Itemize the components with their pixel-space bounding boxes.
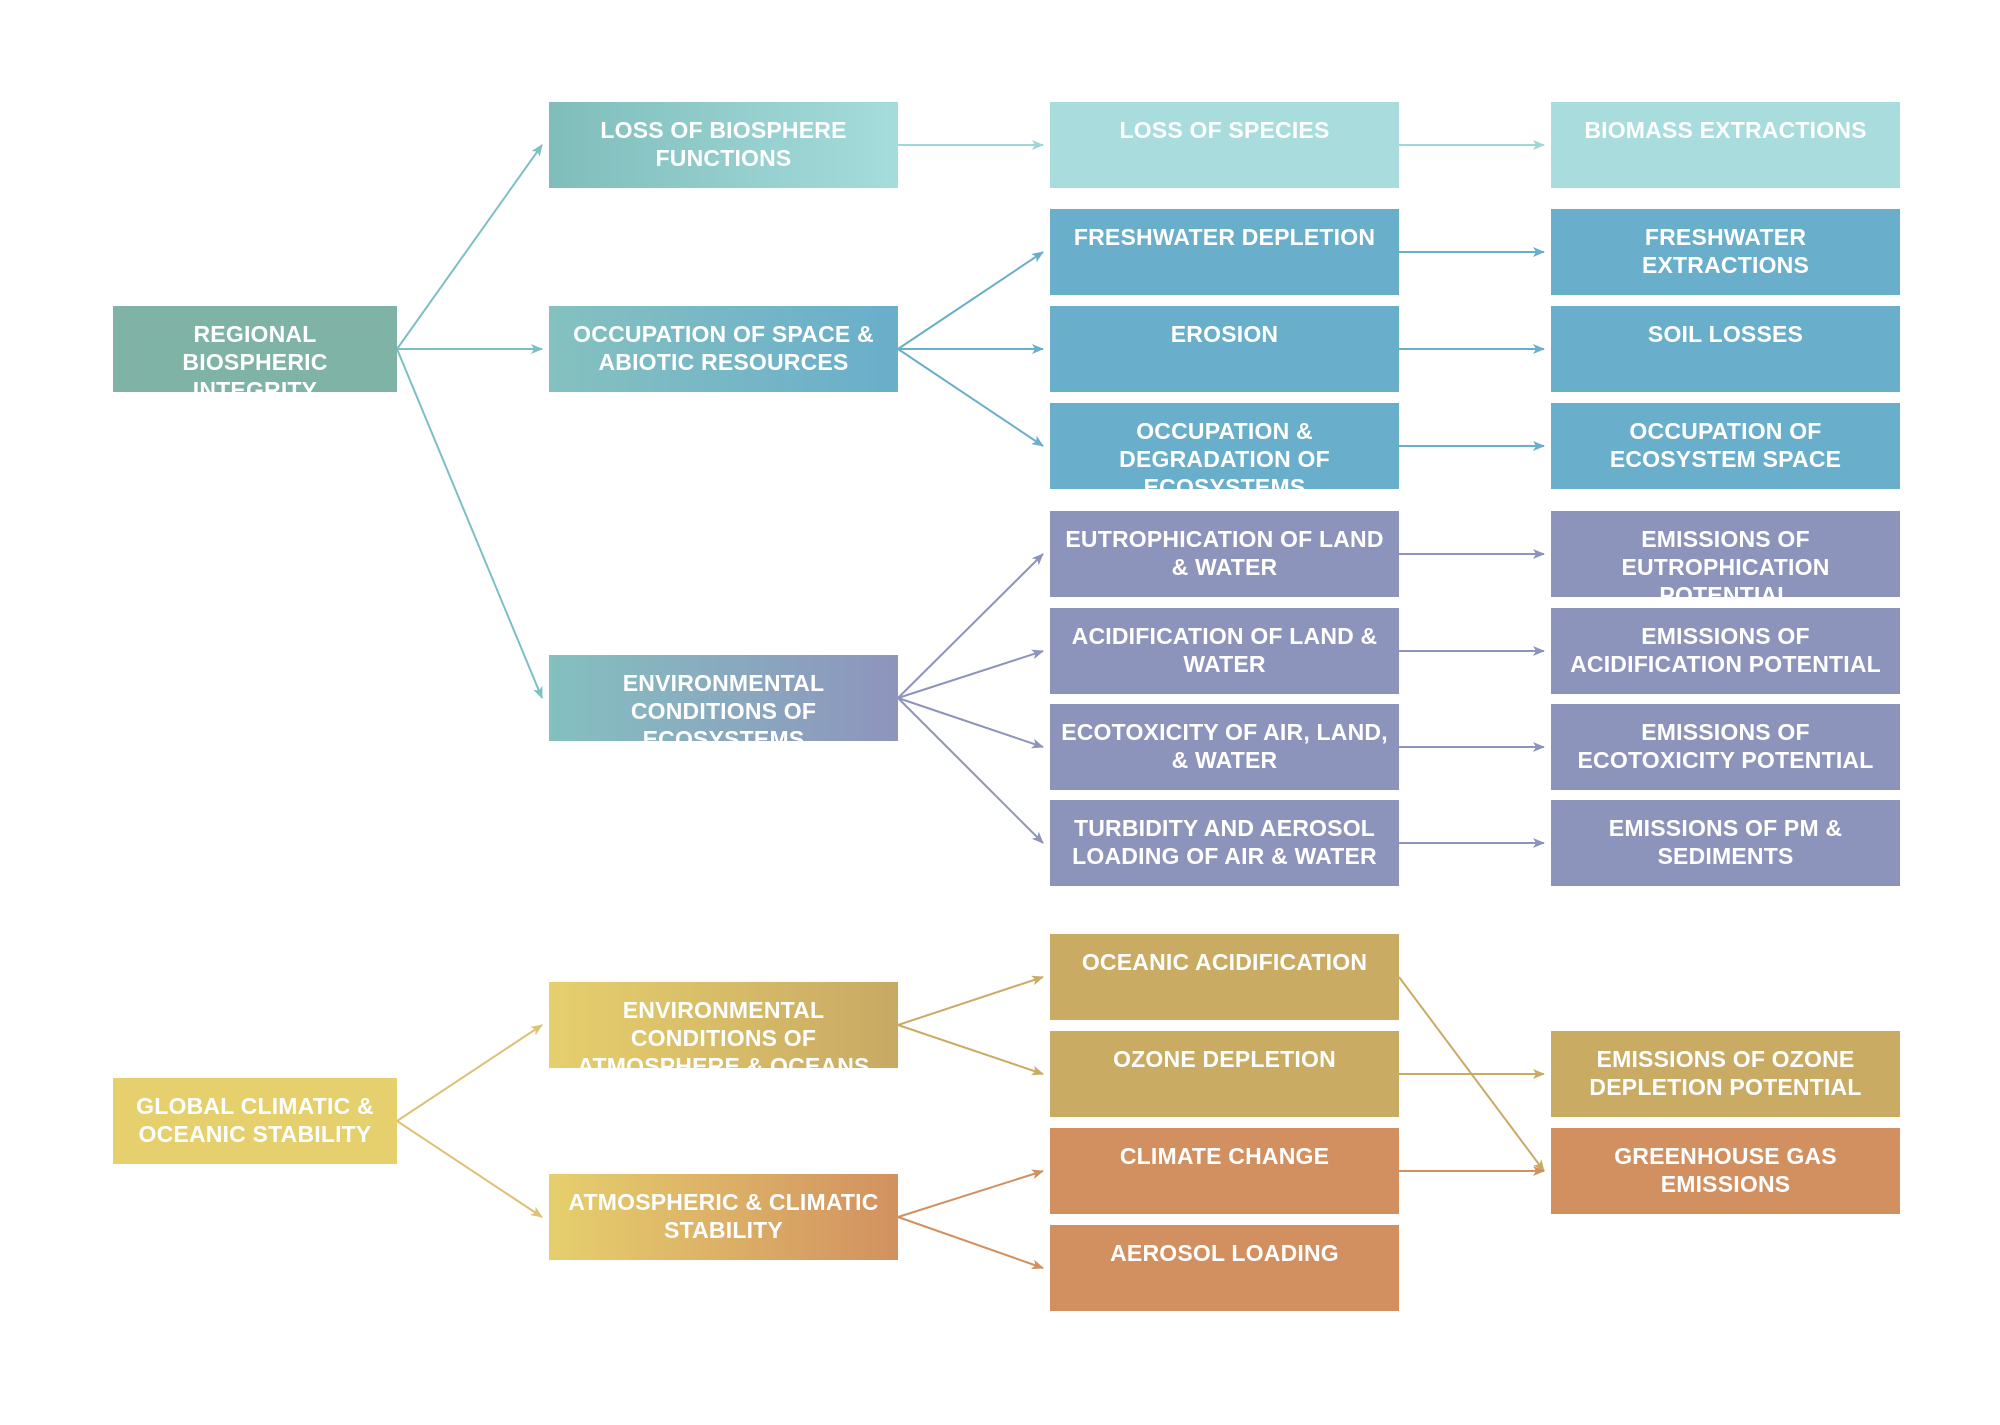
node-environmental-conditions-atmosphere: ENVIRONMENTAL CONDITIONS OF ATMOSPHERE &…	[549, 982, 898, 1079]
node-occupation-of-space: OCCUPATION OF SPACE & ABIOTIC RESOURCES	[549, 306, 898, 392]
node-occupation-degradation-ecosystems: OCCUPATION & DEGRADATION OF ECOSYSTEMS	[1050, 403, 1399, 500]
node-label: ACIDIFICATION OF LAND & WATER	[1071, 623, 1378, 677]
node-label: REGIONAL BIOSPHERIC INTEGRITY	[182, 321, 328, 403]
node-label: ATMOSPHERIC & CLIMATIC STABILITY	[568, 1189, 879, 1243]
node-label: EUTROPHICATION OF LAND & WATER	[1065, 526, 1384, 580]
node-loss-of-biosphere-functions: LOSS OF BIOSPHERE FUNCTIONS	[549, 102, 898, 188]
node-turbidity-aerosol-loading: TURBIDITY AND AEROSOL LOADING OF AIR & W…	[1050, 800, 1399, 886]
node-label: ENVIRONMENTAL CONDITIONS OF ECOSYSTEMS	[622, 670, 825, 752]
node-label: OCCUPATION & DEGRADATION OF ECOSYSTEMS	[1119, 418, 1330, 500]
node-label: EMISSIONS OF EUTROPHICATION POTENTIAL	[1621, 526, 1830, 608]
node-label: BIOMASS EXTRACTIONS	[1584, 117, 1867, 143]
arrow-global-to-env-atm	[396, 1024, 543, 1122]
node-oceanic-acidification: OCEANIC ACIDIFICATION	[1050, 934, 1399, 1020]
node-label: LOSS OF SPECIES	[1119, 117, 1330, 143]
arrow-env-eco-to-eutro	[897, 553, 1044, 699]
node-emissions-eutrophication: EMISSIONS OF EUTROPHICATION POTENTIAL	[1551, 511, 1900, 608]
arrow-env-atm-to-ocean-acid	[897, 975, 1044, 1026]
arrow-occupation-to-occ-degr	[897, 348, 1044, 447]
node-ecotoxicity: ECOTOXICITY OF AIR, LAND, & WATER	[1050, 704, 1399, 790]
arrow-global-to-atm-stab	[396, 1120, 543, 1218]
arrow-env-eco-to-ecotox	[897, 697, 1044, 749]
arrow-regional-to-env-eco	[396, 348, 543, 699]
node-atmospheric-climatic-stability: ATMOSPHERIC & CLIMATIC STABILITY	[549, 1174, 898, 1260]
node-freshwater-depletion: FRESHWATER DEPLETION	[1050, 209, 1399, 295]
node-ozone-depletion: OZONE DEPLETION	[1050, 1031, 1399, 1117]
node-erosion: EROSION	[1050, 306, 1399, 392]
node-eutrophication: EUTROPHICATION OF LAND & WATER	[1050, 511, 1399, 597]
node-label: OZONE DEPLETION	[1113, 1046, 1336, 1072]
node-environmental-conditions-ecosystems: ENVIRONMENTAL CONDITIONS OF ECOSYSTEMS	[549, 655, 898, 752]
node-label: CLIMATE CHANGE	[1119, 1143, 1330, 1169]
node-label: ECOTOXICITY OF AIR, LAND, & WATER	[1061, 719, 1388, 773]
node-label: EMISSIONS OF ACIDIFICATION POTENTIAL	[1570, 623, 1881, 677]
arrow-env-atm-to-ozone	[897, 1024, 1044, 1076]
node-emissions-ozone-depletion: EMISSIONS OF OZONE DEPLETION POTENTIAL	[1551, 1031, 1900, 1117]
node-label: GLOBAL CLIMATIC & OCEANIC STABILITY	[136, 1093, 374, 1147]
node-emissions-acidification: EMISSIONS OF ACIDIFICATION POTENTIAL	[1551, 608, 1900, 694]
node-loss-of-species: LOSS OF SPECIES	[1050, 102, 1399, 188]
node-label: OCCUPATION OF SPACE & ABIOTIC RESOURCES	[573, 321, 874, 375]
node-label: AEROSOL LOADING	[1110, 1240, 1339, 1266]
node-greenhouse-gas-emissions: GREENHOUSE GAS EMISSIONS	[1551, 1128, 1900, 1214]
node-label: SOIL LOSSES	[1647, 321, 1804, 347]
node-label: TURBIDITY AND AEROSOL LOADING OF AIR & W…	[1072, 815, 1377, 869]
node-label: GREENHOUSE GAS EMISSIONS	[1614, 1143, 1837, 1197]
node-label: EMISSIONS OF ECOTOXICITY POTENTIAL	[1577, 719, 1874, 773]
arrow-occupation-to-fresh-dep	[897, 251, 1044, 350]
node-label: FRESHWATER EXTRACTIONS	[1641, 224, 1810, 278]
node-climate-change: CLIMATE CHANGE	[1050, 1128, 1399, 1214]
node-emissions-pm-sediments: EMISSIONS OF PM & SEDIMENTS	[1551, 800, 1900, 886]
arrow-env-eco-to-acid	[897, 649, 1044, 699]
arrow-atm-stab-to-climate	[897, 1169, 1044, 1218]
node-label: EMISSIONS OF OZONE DEPLETION POTENTIAL	[1589, 1046, 1862, 1100]
node-freshwater-extractions: FRESHWATER EXTRACTIONS	[1551, 209, 1900, 295]
node-label: ENVIRONMENTAL CONDITIONS OF ATMOSPHERE &…	[577, 997, 870, 1079]
node-regional-biospheric-integrity: REGIONAL BIOSPHERIC INTEGRITY	[113, 306, 397, 403]
node-label: LOSS OF BIOSPHERE FUNCTIONS	[600, 117, 847, 171]
node-label: OCCUPATION OF ECOSYSTEM SPACE	[1609, 418, 1842, 472]
node-biomass-extractions: BIOMASS EXTRACTIONS	[1551, 102, 1900, 188]
node-soil-losses: SOIL LOSSES	[1551, 306, 1900, 392]
node-global-climatic-oceanic-stability: GLOBAL CLIMATIC & OCEANIC STABILITY	[113, 1078, 397, 1164]
node-occupation-ecosystem-space: OCCUPATION OF ECOSYSTEM SPACE	[1551, 403, 1900, 489]
node-label: EROSION	[1170, 321, 1279, 347]
node-emissions-ecotoxicity: EMISSIONS OF ECOTOXICITY POTENTIAL	[1551, 704, 1900, 790]
node-label: OCEANIC ACIDIFICATION	[1081, 949, 1368, 975]
node-acidification: ACIDIFICATION OF LAND & WATER	[1050, 608, 1399, 694]
node-label: FRESHWATER DEPLETION	[1073, 224, 1376, 250]
node-aerosol-loading: AEROSOL LOADING	[1050, 1225, 1399, 1311]
arrow-regional-to-loss-biosphere	[396, 144, 543, 350]
node-label: EMISSIONS OF PM & SEDIMENTS	[1608, 815, 1843, 869]
arrow-atm-stab-to-aerosol	[897, 1216, 1044, 1270]
arrow-env-eco-to-turb	[897, 697, 1044, 844]
